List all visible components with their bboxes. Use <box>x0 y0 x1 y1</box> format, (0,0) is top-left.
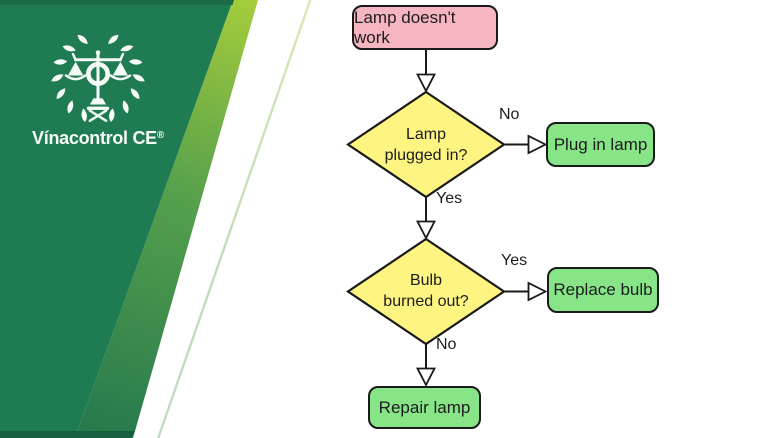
registered-trademark-symbol: ® <box>156 130 164 141</box>
edge-label-yes: Yes <box>436 190 463 207</box>
scales-of-justice-wreath-icon <box>50 32 146 123</box>
action-node-label: Repair lamp <box>378 397 471 417</box>
decision1-diamond <box>346 90 506 199</box>
thin-diagonal-line <box>157 0 312 438</box>
action-node-label: Plug in lamp <box>553 134 648 154</box>
brand-logo: Vínacontrol CE® <box>32 26 164 149</box>
action-node-replace-bulb: Replace bulb <box>547 267 659 313</box>
decision2-diamond <box>346 237 506 346</box>
brand-name: Vínacontrol CE® <box>32 128 164 148</box>
decision2-label: Bulb burned out? <box>383 272 469 310</box>
edge-label-no: No <box>436 336 457 353</box>
main-green-panel <box>0 0 233 438</box>
action-node-plug-in-lamp: Plug in lamp <box>546 122 655 167</box>
bottom-dark-strip <box>0 431 135 438</box>
action-node-label: Replace bulb <box>553 280 653 299</box>
edge-label-no: No <box>499 106 520 123</box>
edge-label-yes: Yes <box>501 252 528 269</box>
arrowhead-right-icon <box>527 134 548 155</box>
action-node-repair-lamp: Repair lamp <box>368 386 481 429</box>
arrowhead-right-icon <box>527 281 548 302</box>
start-node-label: Lamp doesn't work <box>354 7 456 47</box>
decision1-label: Lamp plugged in? <box>384 126 468 164</box>
top-dark-strip <box>0 0 234 5</box>
arrowhead-down-icon <box>416 220 436 240</box>
gradient-band <box>75 0 258 438</box>
arrowhead-down-icon <box>416 73 436 93</box>
start-node: Lamp doesn't work <box>352 5 498 50</box>
arrowhead-down-icon <box>416 367 436 387</box>
